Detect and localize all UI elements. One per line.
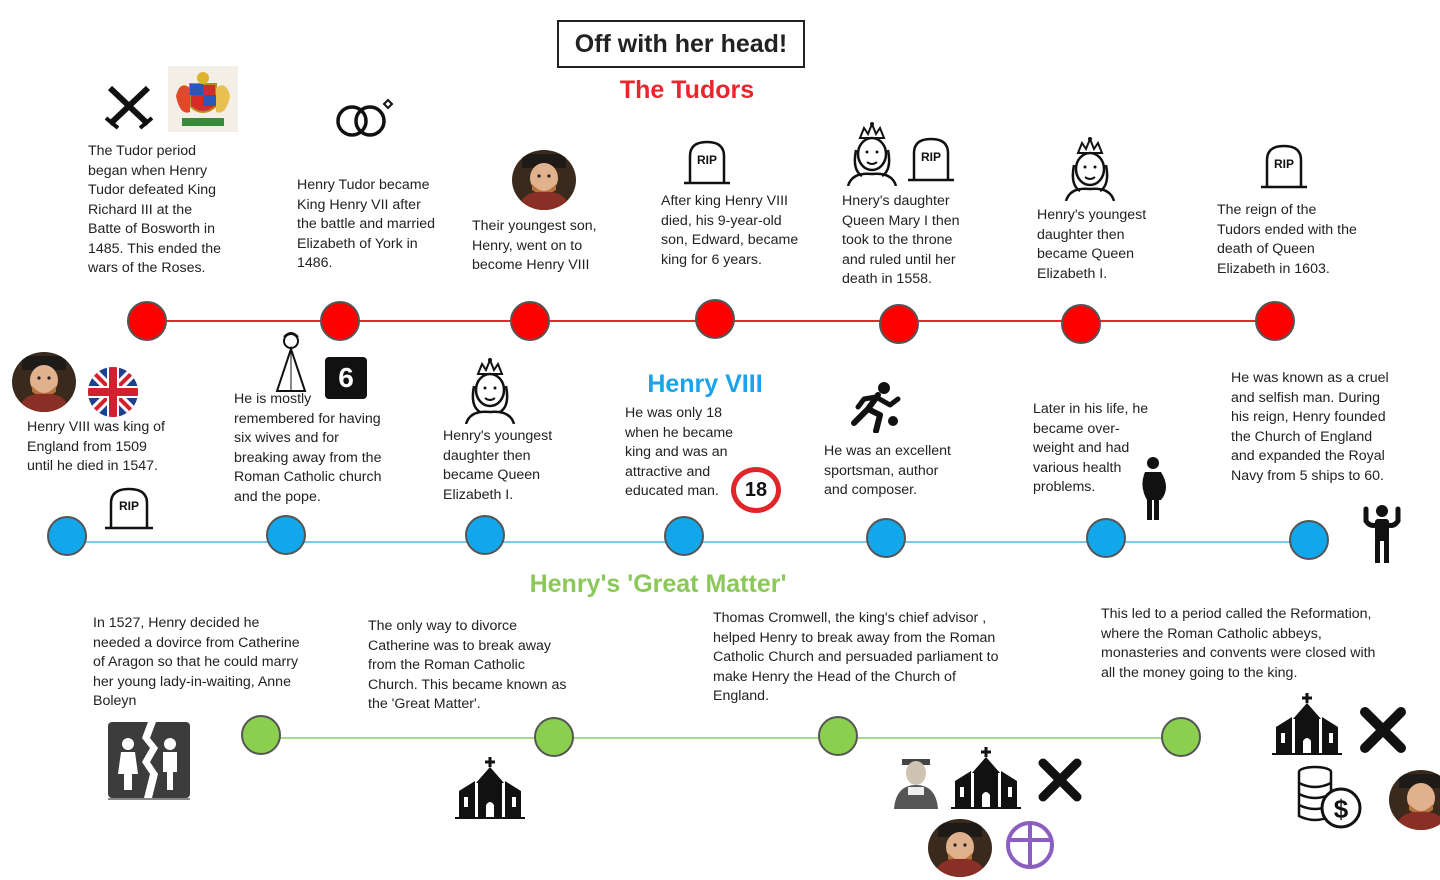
gravestone-icon: RIP <box>682 138 732 186</box>
crossed-swords-icon <box>104 84 154 130</box>
gravestone-icon: RIP <box>906 135 956 183</box>
page-title: Off with her head! <box>557 20 805 68</box>
rip-label: RIP <box>1274 157 1294 171</box>
tudors-text-2: Henry Tudor became King Henry VII after … <box>297 177 436 271</box>
henry-text-1: Henry VIII was king of England from 1509… <box>27 419 165 474</box>
tudors-text-4: After king Henry VIII died, his 9-year-o… <box>661 193 799 268</box>
great-matter-timeline-line <box>262 737 1182 739</box>
rip-label: RIP <box>921 150 941 164</box>
henry-dot-5 <box>866 518 906 558</box>
tudors-text-1: The Tudor period began when Henry Tudor … <box>88 143 222 276</box>
svg-text:$: $ <box>1334 794 1349 824</box>
wedding-rings-icon <box>334 98 396 138</box>
henry-text-7: He was known as a cruel and selfish man.… <box>1231 370 1389 484</box>
tudors-text-7: The reign of the Tudors ended with the d… <box>1217 202 1357 277</box>
overweight-man-icon <box>1139 456 1169 522</box>
queen-icon <box>460 358 520 424</box>
great-matter-text-1: In 1527, Henry decided he needed a dovir… <box>93 615 300 709</box>
henry-text-6: Later in his life, he became over-weight… <box>1033 401 1149 495</box>
union-jack-icon <box>87 366 139 418</box>
great-matter-dot-1 <box>241 715 281 755</box>
great-matter-dot-3 <box>818 716 858 756</box>
great-matter-heading: Henry's 'Great Matter' <box>529 570 787 598</box>
money-icon: $ <box>1297 764 1363 830</box>
tudors-dot-7 <box>1255 301 1295 341</box>
henry-text-5: He was an excellent sportsman, author an… <box>824 443 951 498</box>
henry-text-2: He is mostly remembered for having six w… <box>234 391 382 505</box>
six-wives-badge: 6 <box>325 357 367 399</box>
henry-heading: Henry VIII <box>647 370 763 398</box>
divorce-icon <box>108 722 190 800</box>
great-matter-text-3: Thomas Cromwell, the king's chief adviso… <box>713 610 999 704</box>
tudors-text-3: Their youngest son, Henry, went on to be… <box>472 218 597 273</box>
tudors-dot-6 <box>1061 304 1101 344</box>
tudors-dot-2 <box>320 301 360 341</box>
great-matter-dot-2 <box>534 717 574 757</box>
great-matter-text-2: The only way to divorce Catherine was to… <box>368 618 567 712</box>
henry-text-4: He was only 18 when he became king and w… <box>625 405 734 499</box>
henry-portrait-icon <box>12 352 76 412</box>
queen-icon <box>1060 137 1120 201</box>
church-icon <box>1272 693 1342 755</box>
great-matter-dot-4 <box>1161 717 1201 757</box>
royal-coat-of-arms-icon <box>168 66 238 132</box>
henry-portrait-icon <box>1389 770 1440 830</box>
bride-icon <box>272 331 310 393</box>
cromwell-portrait-icon <box>890 749 942 809</box>
henry-dot-3 <box>465 515 505 555</box>
tudors-dot-5 <box>879 304 919 344</box>
age-eighteen-badge: 18 <box>731 467 781 513</box>
henry-dot-2 <box>266 515 306 555</box>
strong-man-icon <box>1362 503 1402 565</box>
henry-text-3: Henry's youngest daughter then became Qu… <box>443 428 553 503</box>
cross-mark-icon <box>1359 706 1407 754</box>
henry-portrait-icon <box>512 150 576 210</box>
gravestone-icon: RIP <box>1259 142 1309 190</box>
henry-portrait-icon <box>928 819 992 877</box>
tudors-text-6: Henry's youngest daughter then became Qu… <box>1037 207 1147 282</box>
tudors-dot-4 <box>695 299 735 339</box>
runner-icon <box>848 381 902 433</box>
church-of-england-cross-icon <box>1004 818 1056 872</box>
henry-dot-1 <box>47 516 87 556</box>
church-icon <box>455 757 525 819</box>
cross-mark-icon <box>1037 757 1083 803</box>
tudors-text-5: Hnery's daughter Queen Mary I then took … <box>842 193 960 287</box>
queen-icon <box>842 122 902 186</box>
henry-dot-7 <box>1289 520 1329 560</box>
gravestone-icon: RIP <box>103 485 155 531</box>
rip-label: RIP <box>697 153 717 167</box>
church-icon <box>951 747 1021 809</box>
henry-dot-6 <box>1086 518 1126 558</box>
tudors-heading: The Tudors <box>619 76 755 104</box>
tudors-dot-3 <box>510 301 550 341</box>
henry-dot-4 <box>664 516 704 556</box>
tudors-dot-1 <box>127 301 167 341</box>
rip-label: RIP <box>119 499 139 513</box>
great-matter-text-4: This led to a period called the Reformat… <box>1101 606 1376 681</box>
